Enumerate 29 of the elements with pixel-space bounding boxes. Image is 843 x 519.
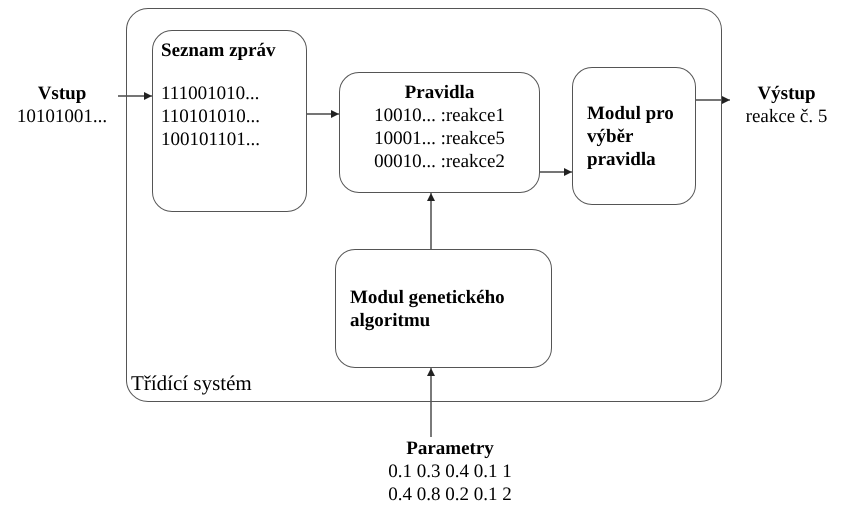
node-text: 0.1 0.3 0.4 0.1 1: [388, 460, 512, 483]
node-text: 111001010...: [161, 82, 260, 105]
system-label: Třídící systém: [131, 371, 252, 395]
arrow: [540, 168, 572, 176]
node-text: 10010... :reakce1: [374, 104, 505, 127]
rounded-box: [339, 72, 540, 193]
node-title: Seznam zpráv: [161, 39, 277, 62]
node-text: 110101010...: [161, 105, 262, 128]
node-text: 10001... :reakce5: [374, 127, 505, 150]
arrow: [118, 92, 152, 100]
node-title: Pravidla: [404, 81, 474, 104]
system-boundary-box: [126, 8, 722, 402]
node-title: Vstup: [38, 82, 86, 105]
node-text: 00010... :reakce2: [374, 150, 505, 173]
node-text: 100101101...: [161, 128, 262, 151]
arrow: [427, 193, 435, 249]
node-title: Výstup: [757, 82, 816, 105]
rounded-box: [152, 30, 307, 212]
node-text: 10101001...: [16, 105, 108, 128]
node-title: Modul genetického algoritmu: [350, 286, 506, 332]
node-title: Modul pro výběr pravidla: [587, 102, 675, 170]
node-text: reakce č. 5: [746, 105, 828, 128]
rounded-box: [572, 67, 696, 205]
node-text: 0.4 0.8 0.2 0.1 2: [388, 483, 512, 506]
node-title: Parametry: [406, 437, 494, 460]
arrow: [307, 110, 339, 118]
rounded-box: [335, 249, 552, 368]
arrow: [696, 96, 730, 104]
arrow: [427, 368, 435, 437]
